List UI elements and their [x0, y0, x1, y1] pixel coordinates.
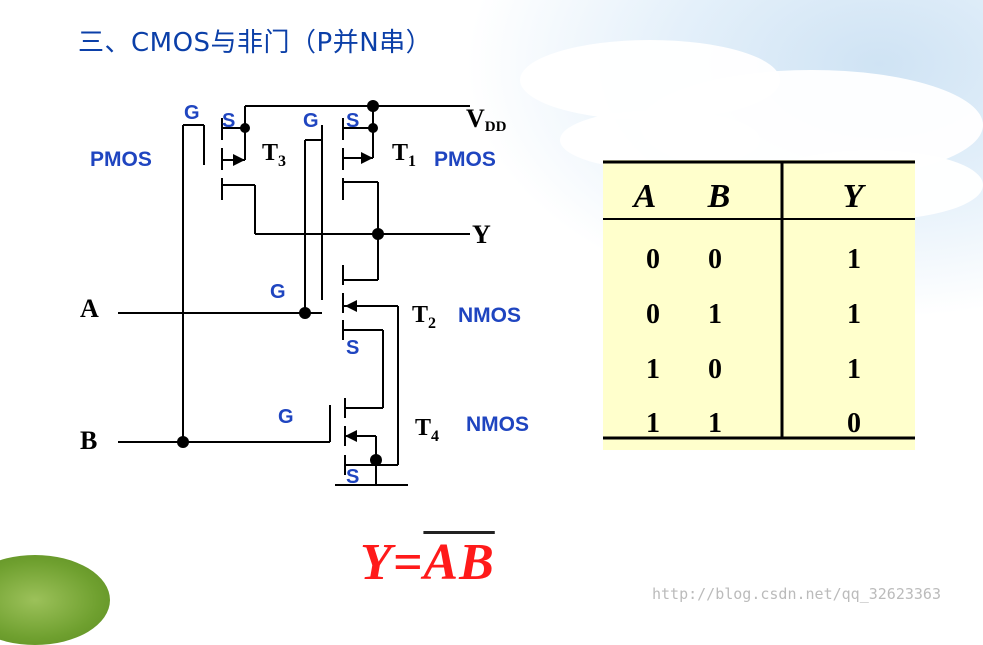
truth-header-b: B — [707, 178, 731, 215]
type-label-t4: NMOS — [466, 413, 529, 436]
gate-label-t1: G — [303, 110, 319, 132]
truth-cell: 1 — [646, 408, 660, 439]
transistor-t1-label: T1 — [392, 140, 416, 170]
nand-formula: Y=AB — [360, 533, 495, 592]
source-label-t4: S — [346, 466, 359, 488]
transistor-t3-label: T3 — [262, 140, 286, 170]
truth-cell: 0 — [646, 299, 660, 330]
truth-table: A B Y 0 0 1 0 1 1 1 0 1 1 1 0 — [603, 160, 915, 450]
junction-dots — [177, 100, 384, 466]
source-label-t2: S — [346, 337, 359, 359]
gate-label-t4: G — [278, 406, 294, 428]
formula-rhs: AB — [423, 534, 495, 591]
source-label-t1: S — [346, 110, 359, 132]
transistor-t2-label: T2 — [412, 302, 436, 332]
type-label-t3: PMOS — [90, 148, 152, 171]
formula-lhs: Y — [360, 534, 393, 591]
source-label-t3: S — [222, 110, 235, 132]
input-b-label: B — [80, 426, 97, 455]
circuit-wires — [118, 105, 470, 486]
type-label-t1: PMOS — [434, 148, 496, 171]
truth-cell: 0 — [847, 408, 861, 439]
type-label-t2: NMOS — [458, 304, 521, 327]
truth-cell: 1 — [847, 244, 861, 275]
truth-cell: 1 — [708, 408, 722, 439]
truth-cell: 1 — [708, 299, 722, 330]
formula-equals: = — [392, 534, 424, 591]
output-y-label: Y — [472, 220, 491, 249]
truth-cell: 0 — [646, 244, 660, 275]
cmos-nand-circuit: G G G G S S S S VDD Y A B T3 T1 T2 T4 PM… — [80, 100, 529, 488]
watermark: http://blog.csdn.net/qq_32623363 — [652, 585, 941, 603]
truth-cell: 0 — [708, 244, 722, 275]
transistor-t4-label: T4 — [415, 415, 439, 445]
truth-table-grid: A B Y 0 0 1 0 1 1 1 0 1 1 1 0 — [603, 160, 915, 440]
vdd-label: VDD — [466, 104, 507, 135]
truth-cell: 1 — [847, 299, 861, 330]
input-a-label: A — [80, 294, 99, 323]
gate-label-t3: G — [184, 102, 200, 124]
circuit-arrows — [233, 152, 373, 442]
truth-cell: 1 — [847, 354, 861, 385]
truth-cell: 0 — [708, 354, 722, 385]
truth-header-y: Y — [843, 178, 867, 215]
gate-label-t2: G — [270, 281, 286, 303]
truth-header-a: A — [632, 178, 657, 215]
page-title: 三、CMOS与非门（P并N串） — [78, 28, 433, 58]
truth-cell: 1 — [646, 354, 660, 385]
